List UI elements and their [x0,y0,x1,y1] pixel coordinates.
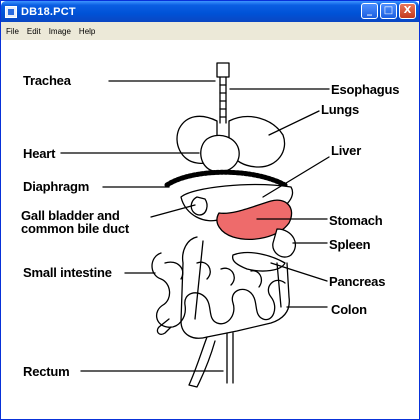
label-pancreas: Pancreas [329,274,386,289]
gall-bladder [190,196,208,216]
menu-help[interactable]: Help [78,26,96,36]
trachea-tube [216,62,230,78]
heart [200,134,240,173]
pancreas [231,251,286,272]
diaphragm [164,169,288,188]
label-heart: Heart [23,146,56,161]
rectum [226,332,234,384]
label-trachea: Trachea [23,73,71,88]
label-spleen: Spleen [329,237,371,252]
label-liver: Liver [331,143,362,158]
digestive-system-diagram [60,62,330,388]
label-rectum: Rectum [23,364,70,379]
maximize-button[interactable]: □ [380,3,397,19]
window-title: DB18.PCT [21,5,76,18]
minimize-button[interactable]: _ [361,3,378,19]
appendix [156,318,172,335]
leader-gall-bladder [150,204,196,218]
stomach [216,199,293,240]
label-gall-bladder-line1: Gall bladder and [21,208,120,223]
leader-lungs [268,110,320,136]
label-stomach: Stomach [329,213,383,228]
colon [180,236,290,339]
leader-pancreas [270,262,328,282]
window-controls: _ □ X [361,3,416,19]
menu-bar: File Edit Image Help [1,22,419,40]
image-canvas: Trachea Esophagus Lungs Heart Liver Diap… [1,40,419,419]
label-esophagus: Esophagus [331,82,400,97]
leader-liver [262,156,330,198]
menu-image[interactable]: Image [48,26,71,36]
menu-edit[interactable]: Edit [26,26,41,36]
esophagus-tube [219,76,227,124]
menu-file[interactable]: File [6,26,19,36]
spleen [272,228,296,258]
app-icon [5,5,17,18]
label-colon: Colon [331,302,367,317]
close-button[interactable]: X [399,3,416,19]
label-gall-bladder-line2: common bile duct [21,221,130,236]
label-lungs: Lungs [321,102,359,117]
label-diaphragm: Diaphragm [23,179,90,194]
small-intestine [151,252,286,328]
label-small-intestine: Small intestine [23,265,112,280]
title-bar[interactable]: DB18.PCT _ □ X [1,1,419,22]
